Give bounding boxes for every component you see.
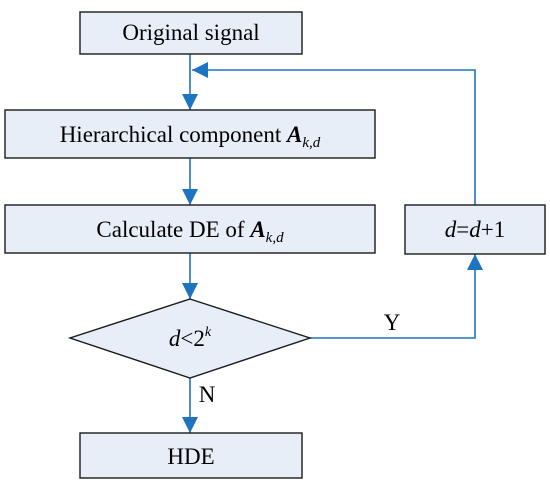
edge-increment-loop-back — [192, 62, 476, 205]
label-increment-eq: = — [456, 217, 469, 242]
node-original-signal — [79, 11, 303, 55]
label-hierarchical-component: Hierarchical component Ak,d — [60, 122, 321, 151]
label-decision-var: d — [169, 326, 181, 351]
label-decision-exp: k — [205, 325, 212, 340]
label-increment: d=d+1 — [445, 217, 505, 242]
label-decision: d<2k — [169, 325, 212, 351]
label-no: N — [199, 382, 216, 407]
label-hierarchical-math: A — [285, 122, 302, 147]
label-increment-plus: +1 — [481, 217, 505, 242]
label-increment-b: d — [469, 217, 481, 242]
label-calculate-math: A — [248, 217, 265, 242]
edge-decision-to-increment — [310, 254, 483, 339]
node-decision — [67, 298, 313, 379]
label-hde: HDE — [167, 444, 214, 469]
label-yes: Y — [384, 310, 401, 335]
node-calculate-de — [4, 204, 376, 254]
node-hde — [79, 432, 303, 479]
label-calculate-de: Calculate DE of Ak,d — [96, 217, 284, 246]
label-increment-a: d — [445, 217, 457, 242]
node-hierarchical-component — [4, 109, 376, 159]
label-hierarchical-text: Hierarchical component — [60, 122, 287, 147]
label-calculate-text: Calculate DE of — [96, 217, 250, 242]
label-hierarchical-sub: k,d — [302, 135, 320, 151]
label-calculate-sub: k,d — [266, 230, 284, 246]
label-original-signal: Original signal — [122, 20, 259, 45]
label-decision-op: <2 — [180, 326, 204, 351]
node-increment — [404, 204, 546, 255]
